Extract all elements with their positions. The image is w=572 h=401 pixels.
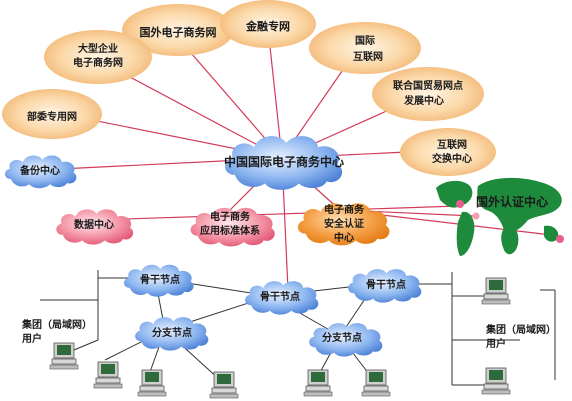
svg-text:金融专网: 金融专网 [245, 19, 290, 33]
computer-icon [93, 361, 123, 389]
node-backbone-left[interactable]: 骨干节点 [123, 264, 194, 297]
computer-icon [361, 369, 391, 397]
node-backbone-right[interactable]: 骨干节点 [348, 269, 422, 303]
computer-icon [49, 342, 79, 370]
node-intl-network[interactable]: 国外电子商务网 [122, 4, 234, 56]
node-finance-network[interactable]: 金融专网 [220, 0, 316, 48]
svg-text:交换中心: 交换中心 [432, 152, 472, 165]
world-map-icon [436, 177, 562, 256]
node-ministry-network[interactable]: 部委专用网 [2, 89, 102, 139]
node-internet[interactable]: 国际 互联网 [309, 22, 421, 74]
svg-text:国外电子商务网: 国外电子商务网 [140, 25, 217, 39]
svg-text:联合国贸易网点: 联合国贸易网点 [393, 79, 463, 92]
computers [49, 277, 511, 399]
node-internet-exchange[interactable]: 互联网 交换中心 [400, 128, 496, 176]
group-left-user-label: 用户 [21, 332, 42, 345]
node-security-center[interactable]: 电子商务 安全认证 中心 [297, 203, 390, 246]
computer-icon [481, 367, 511, 395]
computer-icon [137, 369, 167, 397]
node-large-enterprise[interactable]: 大型企业 电子商务网 [44, 30, 152, 84]
group-right-label: 集团（局域网） [485, 323, 556, 336]
svg-text:骨干节点: 骨干节点 [366, 278, 406, 291]
svg-text:分支节点: 分支节点 [322, 331, 362, 344]
node-backup-center[interactable]: 备份中心 [5, 155, 77, 189]
computer-icon [481, 277, 511, 305]
svg-text:电子商务: 电子商务 [324, 203, 365, 216]
svg-text:安全认证: 安全认证 [324, 217, 364, 230]
svg-text:部委专用网: 部委专用网 [27, 110, 77, 123]
svg-text:分支节点: 分支节点 [152, 326, 192, 339]
node-center[interactable]: 中国国际电子商务中心 [224, 136, 344, 190]
svg-text:骨干节点: 骨干节点 [140, 273, 180, 286]
node-app-standard[interactable]: 电子商务 应用标准体系 [190, 207, 275, 247]
foreign-center-label: 国外认证中心 [476, 194, 548, 209]
computer-icon [303, 369, 333, 397]
node-branch-left[interactable]: 分支节点 [135, 317, 209, 351]
svg-text:中心: 中心 [334, 231, 354, 244]
svg-text:发展中心: 发展中心 [403, 94, 444, 107]
svg-text:数据中心: 数据中心 [74, 218, 114, 231]
node-data-center[interactable]: 数据中心 [56, 209, 134, 245]
computer-icon [209, 371, 239, 399]
svg-text:备份中心: 备份中心 [19, 164, 60, 177]
svg-text:互联网: 互联网 [437, 138, 467, 151]
map-markers [456, 200, 564, 243]
node-branch-right[interactable]: 分支节点 [309, 323, 383, 357]
svg-text:应用标准体系: 应用标准体系 [200, 224, 260, 237]
svg-text:骨干节点: 骨干节点 [260, 290, 300, 303]
node-un-trade-point[interactable]: 联合国贸易网点 发展中心 [372, 67, 484, 121]
group-right-user-label: 用户 [485, 337, 506, 350]
group-left-label: 集团（局域网） [21, 318, 92, 331]
svg-text:电子商务: 电子商务 [210, 210, 251, 223]
svg-text:国际: 国际 [355, 35, 375, 47]
svg-text:互联网: 互联网 [353, 50, 383, 63]
svg-text:中国国际电子商务中心: 中国国际电子商务中心 [224, 154, 344, 169]
node-backbone-center[interactable]: 骨干节点 [245, 281, 319, 315]
svg-text:大型企业: 大型企业 [78, 42, 118, 55]
svg-text:电子商务网: 电子商务网 [73, 56, 123, 69]
